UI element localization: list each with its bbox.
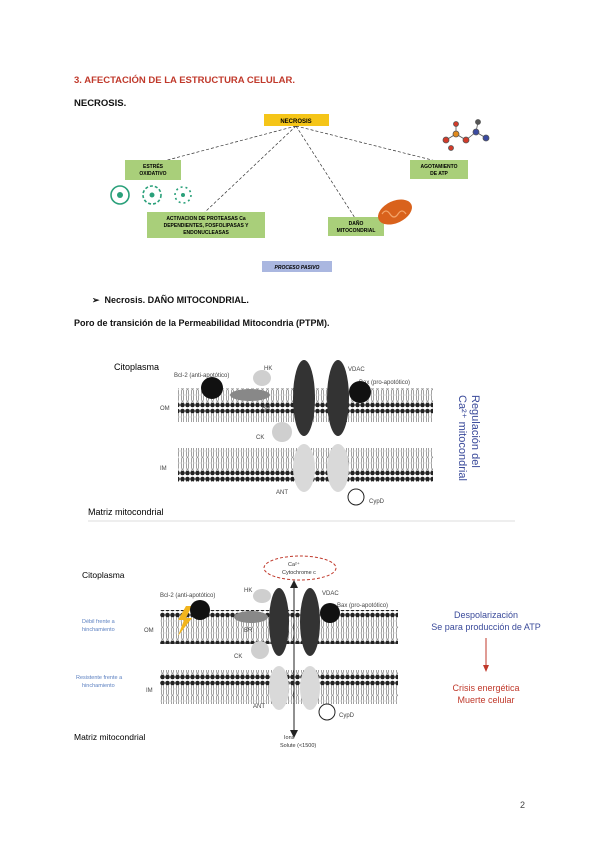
fig2-cypd-protein: [318, 703, 336, 721]
stress-label-2: OXIDATIVO: [139, 171, 166, 177]
fig2-bcl2-protein: [190, 600, 210, 620]
fig2-ca: Ca²⁺: [288, 561, 300, 568]
mito-damage-label-2: MITOCONDRIAL: [337, 228, 376, 234]
fig2-resist-2: hinchamiento: [82, 683, 115, 689]
passive-box: [262, 261, 332, 272]
page-number: 2: [520, 800, 526, 810]
necrosis-box: [264, 114, 329, 126]
fig1-om: OM: [160, 406, 170, 412]
fig1-side-note: Regulación del Ca²⁺ mitocondrial: [456, 395, 481, 481]
fig1-vdac-right: [327, 360, 349, 436]
bullet-item: ➢ Necrosis. DAÑO MITOCONDRIAL.: [92, 295, 249, 306]
mito-damage-label-1: DAÑO: [349, 220, 364, 227]
fig1-bcl2: Bcl-2 (anti-apotótico): [174, 373, 229, 379]
fig2-release-oval: [263, 555, 337, 581]
mito-damage-box: [328, 217, 384, 236]
atp-label-1: AGOTAMIENTO: [420, 164, 457, 170]
fig1-hk-protein: [253, 370, 271, 386]
fig2-atp-stop: Se para producción de ATP: [431, 622, 540, 632]
fig1-outer-membrane: [178, 388, 433, 422]
fig2-br: BR: [244, 628, 253, 634]
fig1-ck: CK: [256, 435, 264, 441]
fig2-vdac: VDAC: [322, 591, 339, 597]
fig2-br-protein: [234, 611, 268, 623]
necrosis-label: NECROSIS: [280, 119, 311, 125]
fig1-vdac-left: [293, 360, 315, 436]
fig1-cytoplasm: Citoplasma: [114, 362, 159, 372]
section-title: 3. AFECTACIÓN DE LA ESTRUCTURA CELULAR.: [74, 75, 295, 86]
fig2-bcl2: Bcl-2 (anti-apotótico): [160, 593, 215, 599]
fig1-vdac: VDAC: [348, 367, 365, 373]
bullet-text: Necrosis. DAÑO MITOCONDRIAL.: [104, 295, 249, 305]
fig2-hk: HK: [244, 588, 252, 594]
fig2-ions: Ions: [284, 735, 295, 741]
fig2-ant-right: [300, 666, 320, 710]
fig2-cypd: CypD: [339, 713, 355, 719]
fig2-matrix: Matriz mitocondrial: [74, 732, 145, 742]
fig1-br-protein: [230, 389, 270, 401]
fig2-death: Muerte celular: [457, 695, 514, 705]
stress-box: [125, 160, 181, 180]
lightning-icon: [178, 606, 192, 636]
fig1-cypd-protein: [347, 488, 365, 506]
fig1-bax-protein: [349, 381, 371, 403]
fig2-om: OM: [144, 628, 154, 634]
arrow-bullet-icon: ➢: [92, 295, 105, 305]
fig2-bax-protein: [320, 603, 340, 623]
fig2-ck: CK: [234, 654, 242, 660]
atp-label-2: DE ATP: [430, 171, 448, 177]
ptpm-title: Poro de transición de la Permeabilidad M…: [74, 318, 330, 328]
fig2-bax: Bax (pro-apotótico): [337, 603, 388, 609]
fig2-cytoplasm: Citoplasma: [82, 570, 125, 580]
necrosis-diagram: NECROSIS ESTRÉS OXIDATIVO ACTIVACION DE …: [110, 114, 490, 272]
fig2-ant-left: [269, 666, 289, 710]
fig2-weak-2: hinchamiento: [82, 627, 115, 633]
fig1-hk: HK: [264, 366, 272, 372]
fig1-ant: ANT: [276, 490, 288, 496]
proteases-label-2: DEPENDIENTES, FOSFOLIPASAS Y: [164, 223, 249, 229]
fig2-inner-membrane: [160, 670, 398, 704]
proteases-box: [147, 212, 265, 238]
fig1-matrix: Matriz mitocondrial: [88, 507, 164, 517]
fig2-weak-1: Débil frente a: [82, 619, 116, 625]
fig1-inner-membrane: [178, 448, 433, 482]
fig2-ant: ANT: [253, 704, 265, 710]
fig2-solute: Solute (<1500): [280, 743, 316, 749]
fig2-resist-1: Resistente frente a: [76, 675, 123, 681]
fig2-vdac-left: [269, 588, 289, 656]
fig2-crisis: Crisis energética: [452, 683, 519, 693]
fig1-ant-right: [327, 444, 349, 492]
fig2-hk-protein: [253, 589, 271, 603]
fig1-bcl2-protein: [201, 377, 223, 399]
cell-swelling-icon: [110, 185, 192, 205]
subtitle: NECROSIS.: [74, 98, 127, 109]
fig1-bax: Bax (pro-apotótico): [359, 380, 410, 386]
fig1-im: IM: [160, 466, 167, 472]
passive-label: PROCESO PASIVO: [275, 265, 320, 271]
fig2-cytochrome: Cytochrome c: [282, 570, 316, 576]
fig1-side-line1: Regulación del: [469, 395, 481, 468]
fig2-vdac-right: [300, 588, 320, 656]
fig2-depol: Despolarización: [454, 610, 518, 620]
fig1-side-line2: Ca²⁺ mitocondrial: [456, 395, 468, 481]
atp-molecule-icon: [442, 119, 490, 151]
fig1-ck-protein: [272, 422, 292, 442]
fig2-outer-membrane: [160, 610, 398, 644]
mitochondrion-icon: [378, 199, 412, 225]
proteases-label-3: ENDONUCLEASAS: [183, 230, 229, 236]
fig2-ck-protein: [251, 641, 269, 659]
stress-label-1: ESTRÉS: [143, 162, 164, 170]
fig1-cypd: CypD: [369, 499, 385, 505]
fig2-im: IM: [146, 688, 153, 694]
fig1-br: BR: [262, 406, 271, 412]
atp-box: [410, 160, 468, 179]
proteases-label-1: ACTIVACION DE PROTEASAS Ca: [166, 216, 246, 222]
fig1-ant-left: [293, 444, 315, 492]
